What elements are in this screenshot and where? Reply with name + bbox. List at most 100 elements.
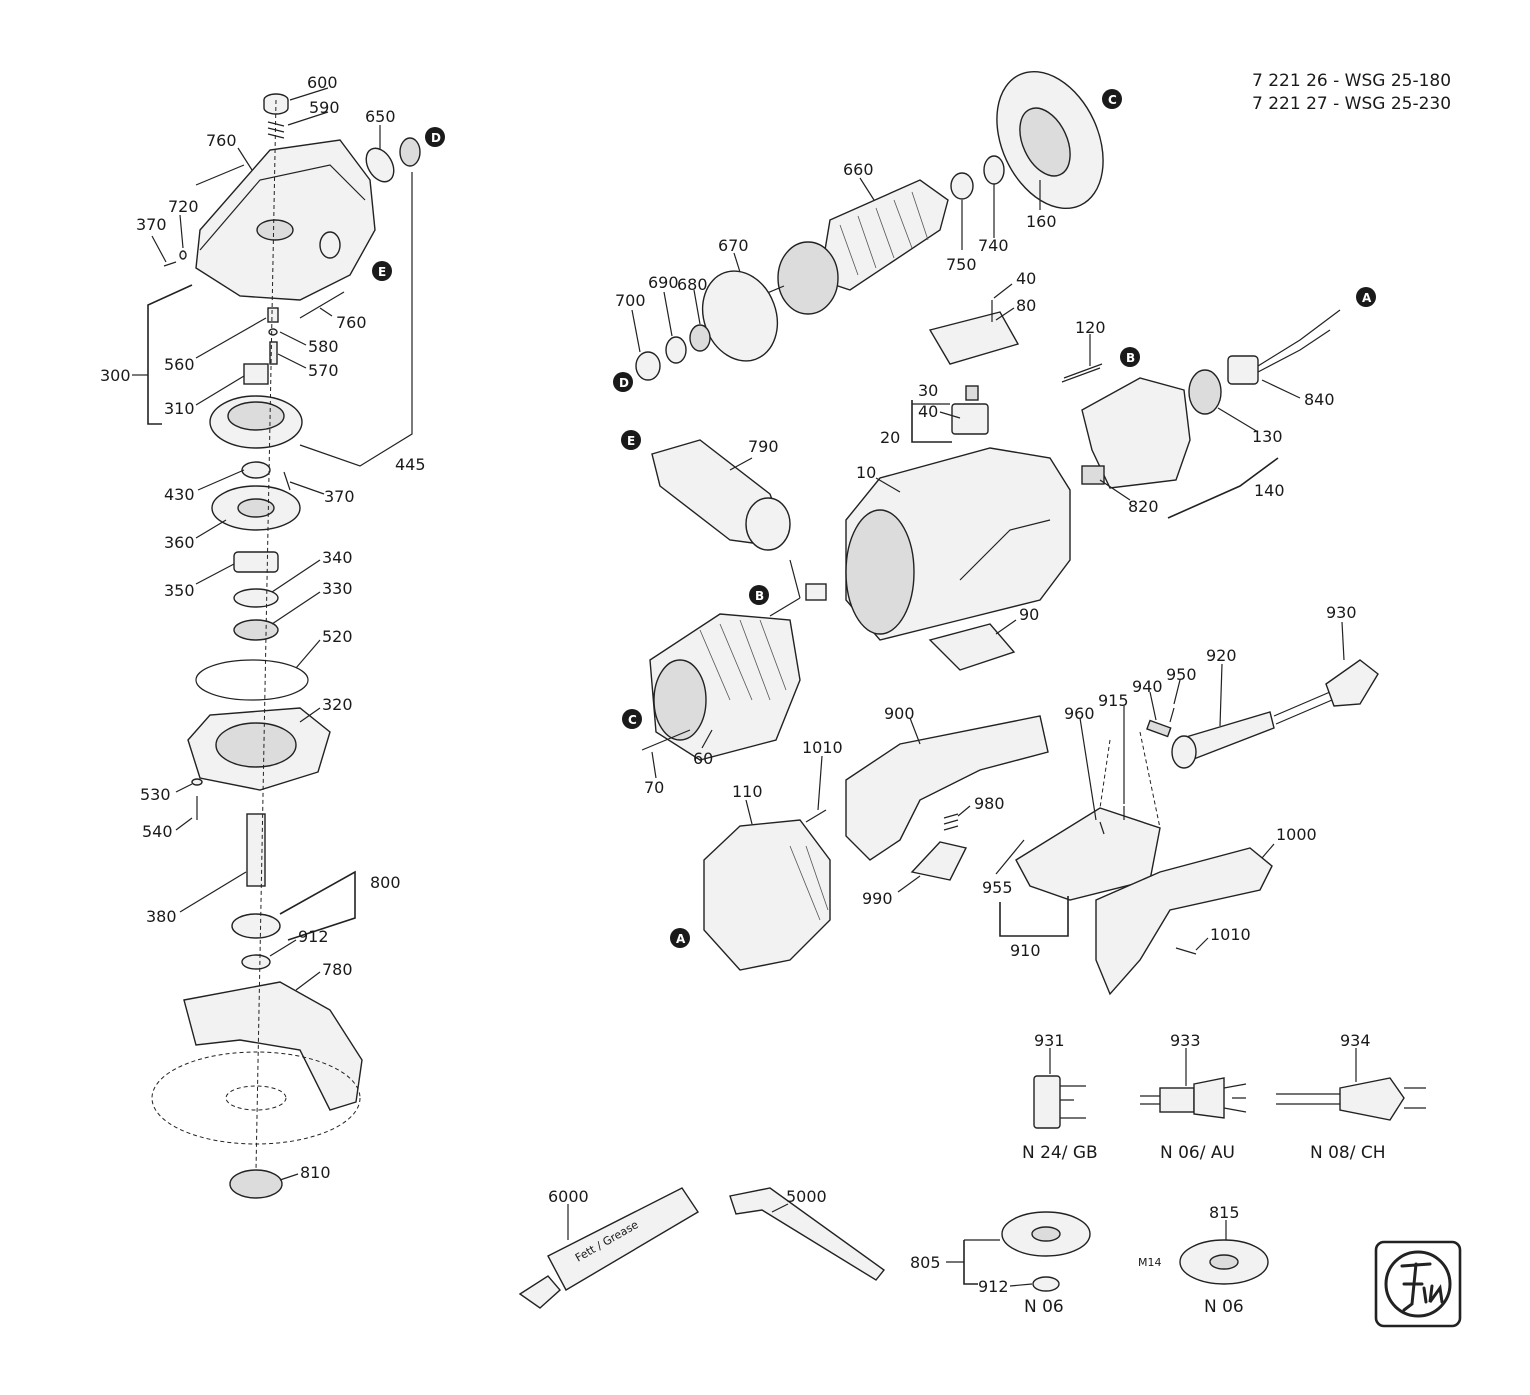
label-912b: 912 [978, 1277, 1009, 1296]
screw-70-shape [641, 729, 691, 751]
model-line-1: 7 221 26 - WSG 25-180 [1252, 71, 1451, 91]
bearing-700-shape [635, 351, 661, 381]
label-300: 300 [100, 366, 131, 385]
marker-c-stator [622, 709, 642, 729]
marker-b-brush-label: B [1126, 351, 1135, 365]
switch-dash-lines [1099, 731, 1161, 829]
label-600: 600 [307, 73, 338, 92]
armature-660-shape [819, 179, 949, 291]
plug-933-pins [1223, 1083, 1247, 1113]
label-960: 960 [1064, 704, 1095, 723]
leader-720 [179, 214, 184, 249]
labels-motor: 660 160 740 750 670 680 690 700 40 80 12… [615, 160, 1357, 960]
marker-b-brush [1120, 347, 1140, 367]
plug-931-shape [1033, 1075, 1061, 1129]
leader-955 [995, 839, 1025, 875]
leader-580 [279, 331, 307, 346]
plate-360-bore [237, 498, 275, 518]
plug-variants: 931 N 24/ GB 933 N 06/ AU 934 N 08/ CH [1022, 1031, 1426, 1163]
flange-320-bore [215, 722, 297, 768]
marker-b-stator-label: B [755, 589, 764, 603]
leader-940 [1149, 691, 1157, 721]
screw-960-shape [1099, 821, 1105, 835]
label-760a: 760 [206, 131, 237, 150]
marker-c-top [1102, 89, 1122, 109]
electronic-module-shape [1081, 377, 1191, 489]
label-940: 940 [1132, 677, 1163, 696]
ring-912-shape [241, 954, 271, 970]
motor-assembly [635, 70, 1379, 996]
label-980: 980 [974, 794, 1005, 813]
leader-780 [295, 971, 321, 991]
label-912a: 912 [298, 927, 329, 946]
flange-912-shape [231, 913, 281, 939]
flange-805-hub [1031, 1226, 1061, 1242]
label-40a: 40 [1016, 269, 1036, 288]
marker-a-fan-cover [670, 928, 690, 948]
o-ring-520-shape [195, 659, 309, 701]
label-370a: 370 [136, 215, 167, 234]
logo-mark [1400, 1262, 1444, 1312]
leader-660 [859, 177, 875, 201]
label-760b: 760 [336, 313, 367, 332]
part-600-cap-body [263, 100, 289, 115]
leader-920 [1219, 663, 1223, 727]
leader-990 [897, 875, 921, 893]
label-670: 670 [718, 236, 749, 255]
washer-340-shape [233, 588, 279, 608]
label-930: 930 [1326, 603, 1357, 622]
leader-520 [295, 639, 321, 669]
leader-370a [151, 235, 167, 263]
marker-a-cable-label: A [1362, 291, 1372, 305]
bracket-800 [279, 870, 356, 941]
label-1010a: 1010 [802, 738, 843, 757]
leader-900 [909, 717, 921, 745]
leader-1010a [817, 755, 823, 811]
grease-tube-6000-cap [518, 1275, 561, 1309]
leader-930 [1341, 621, 1345, 661]
leader-840 [1261, 379, 1301, 399]
leader-360 [195, 519, 227, 539]
label-30: 30 [918, 381, 938, 400]
leader-980 [957, 805, 971, 817]
brush-30-shape [965, 385, 979, 401]
clamp-940-shape [1146, 719, 1172, 738]
leader-760a [237, 147, 253, 171]
label-380: 380 [146, 907, 177, 926]
marker-d-motor-label: D [619, 376, 629, 390]
leader-370b [289, 481, 325, 495]
washer-530-shape [191, 778, 203, 786]
bearing-750-shape [950, 172, 974, 200]
label-360: 360 [164, 533, 195, 552]
fan-cover-110-shape [703, 819, 831, 971]
stator-winding [699, 619, 787, 701]
cable-930-shape [1273, 691, 1333, 725]
bracket-140 [1167, 457, 1279, 519]
marker-a-fan-cover-label: A [676, 932, 686, 946]
label-430: 430 [164, 485, 195, 504]
label-330: 330 [322, 579, 353, 598]
plug-variant-gb: N 24/ GB [1022, 1143, 1098, 1163]
motor-housing-10-opening [845, 509, 915, 635]
leader-445 [299, 172, 413, 467]
centre-axis [255, 99, 277, 1171]
part-650-ring-shape [365, 147, 395, 183]
marker-e-handle [621, 430, 641, 450]
spindle-380-shape [246, 813, 266, 887]
leader-350 [195, 563, 235, 585]
leader-530 [175, 783, 193, 793]
label-934: 934 [1340, 1031, 1371, 1050]
label-950: 950 [1166, 665, 1197, 684]
cable-840-shape [1257, 309, 1341, 373]
marker-a-cable [1356, 287, 1376, 307]
label-80: 80 [1016, 296, 1036, 315]
marker-c-top-label: C [1108, 93, 1117, 107]
bracket-300 [147, 284, 193, 425]
leader-680 [693, 289, 701, 325]
label-933: 933 [1170, 1031, 1201, 1050]
bracket-20 [911, 400, 952, 443]
flange-variant-1: N 06 [1024, 1297, 1064, 1317]
label-530: 530 [140, 785, 171, 804]
label-820: 820 [1128, 497, 1159, 516]
